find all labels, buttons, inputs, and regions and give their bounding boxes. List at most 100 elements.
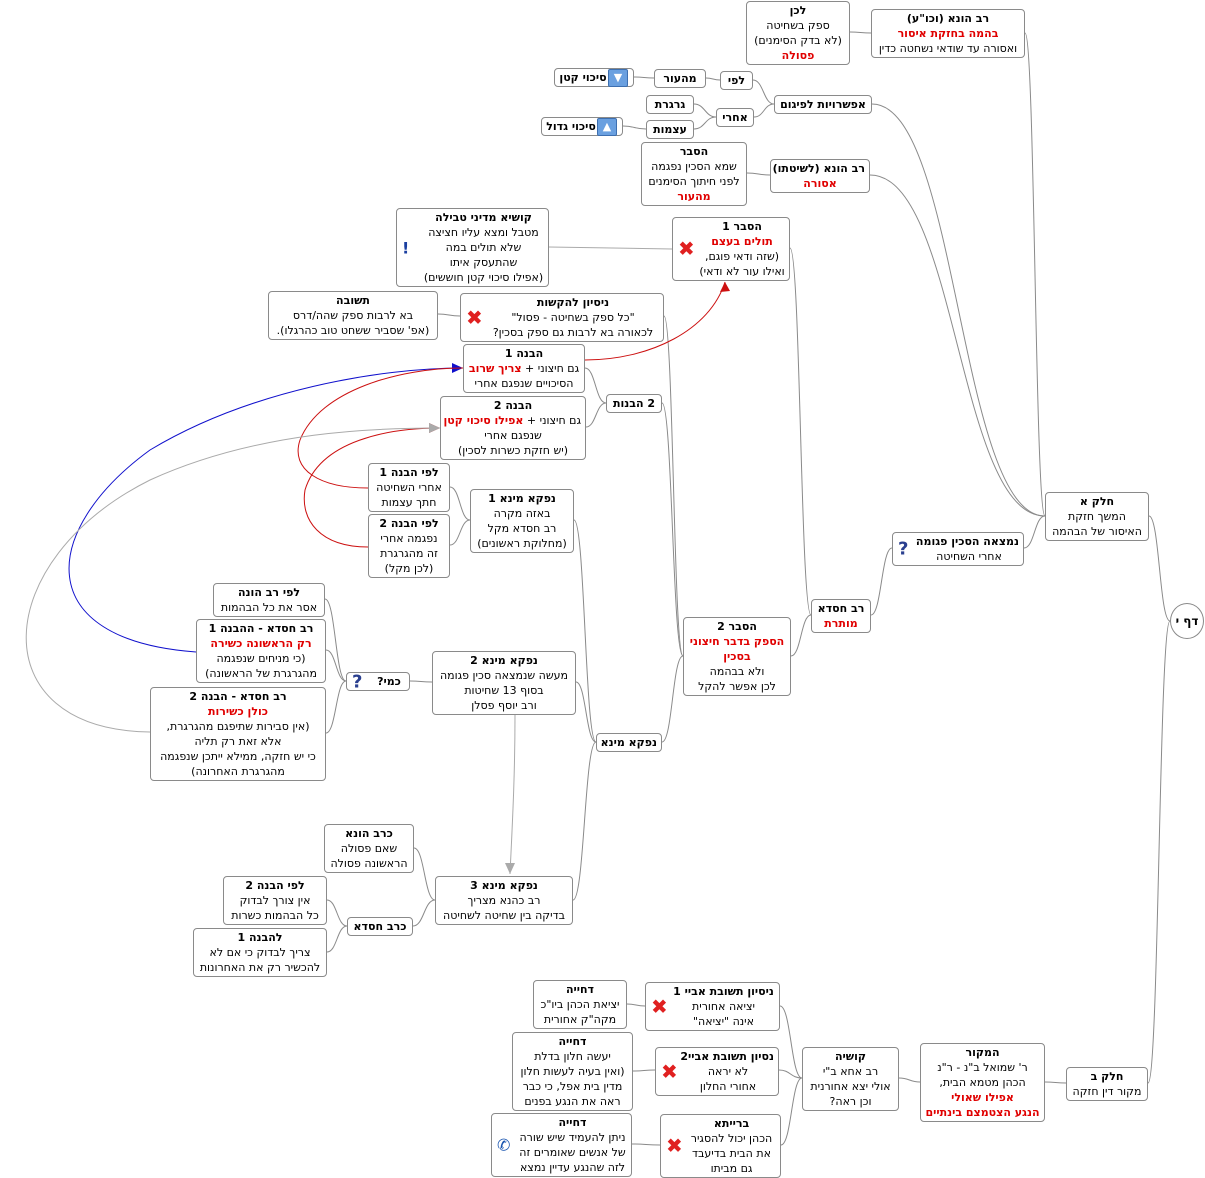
node-n4[interactable]: לפי xyxy=(720,71,753,90)
node-line: האיסור של הבהמה xyxy=(1052,525,1142,538)
tree-link xyxy=(324,598,347,682)
node-n27[interactable]: כמי?? xyxy=(346,672,410,691)
node-n12[interactable]: רב הונא (לשיטתו)אסורה xyxy=(770,159,870,193)
node-n16[interactable]: ניסיון להקשות"כל ספק בשחיטה - פסול"לכאור… xyxy=(460,293,664,342)
node-line: הנגע הצטמצם בינתיים xyxy=(925,1106,1040,1119)
question-icon: ? xyxy=(898,538,909,560)
node-title: נמצאה הסכין פגומה xyxy=(915,535,1019,548)
link-lefi-hevana2-to-hevana2 xyxy=(303,427,441,548)
node-title: לפי הבנה 1 xyxy=(379,466,439,479)
root-node-daf[interactable]: דף י xyxy=(1170,603,1204,639)
node-line: (שזה ודאי פוגם, xyxy=(704,250,780,263)
node-line: באזה מקרה xyxy=(493,507,551,520)
node-line: תולים בעצם xyxy=(711,235,773,248)
node-title: רב הונא (וכו"ע) xyxy=(906,12,990,25)
node-line: (יש חזקת כשרות לסכין) xyxy=(457,444,569,457)
node-n32[interactable]: נפקא מינא xyxy=(596,733,662,752)
node-title: כרב חסדא xyxy=(353,920,407,933)
node-line: (כי מניחים שנפגמה xyxy=(216,652,306,665)
node-line: ספק בשחיטה xyxy=(766,19,830,32)
node-line: אסורה xyxy=(803,177,837,190)
node-title: אפשרויות לפיגום xyxy=(780,98,866,111)
node-title: הבנה 1 xyxy=(504,347,544,360)
node-line: אסר את כל הבהמות xyxy=(220,601,318,614)
node-title: לפי הבנה 2 xyxy=(245,879,305,892)
node-title: סיכוי קטן xyxy=(559,71,607,84)
tree-link xyxy=(449,519,471,546)
node-line: מותרת xyxy=(824,617,858,630)
node-line: המשך חזקת xyxy=(1068,510,1126,523)
node-line: מעשה שנמצאה סכין פגומה xyxy=(439,669,569,682)
node-title: נפקא מינא 2 xyxy=(470,654,538,667)
up-arrow-icon: ▲ xyxy=(597,117,617,136)
node-title: לכן xyxy=(789,4,807,17)
tree-link xyxy=(573,519,597,743)
node-title: הסבר 2 xyxy=(717,620,757,633)
tree-link xyxy=(898,1077,921,1083)
tree-link xyxy=(632,1069,656,1072)
node-line: מהגרגרת האחרונה) xyxy=(191,765,285,778)
node-title: רב חסדא - ההבנה 1 xyxy=(208,622,314,635)
node-line: אולי יצא אחורנית xyxy=(810,1080,891,1093)
node-n8[interactable]: אפשרויות לפיגום xyxy=(774,95,872,114)
node-line: גם חיצוני + אפילו סיכוי קטן xyxy=(444,413,581,428)
node-n6[interactable]: גרגרת xyxy=(646,95,694,114)
node-n5[interactable]: סיכוי קטן▼ xyxy=(554,68,634,87)
tree-link xyxy=(1023,515,1046,549)
node-line: אפילו שאולי xyxy=(951,1091,1014,1104)
tree-link xyxy=(622,125,647,130)
node-title: דחייה xyxy=(558,1116,587,1129)
tree-link xyxy=(752,79,775,105)
node-n18[interactable]: 2 הבנות xyxy=(606,394,662,413)
tree-link xyxy=(663,315,684,657)
tree-link xyxy=(626,1003,646,1007)
link-kushia-to-explain1 xyxy=(548,246,673,250)
question-icon: ? xyxy=(352,671,363,692)
tree-link xyxy=(1147,620,1171,1084)
node-n10[interactable]: סיכוי גדול▲ xyxy=(541,117,623,136)
node-line: ורב יוסף פסלן xyxy=(471,699,537,712)
node-title: לפי הבנה 2 xyxy=(379,517,439,530)
node-n9[interactable]: עצמות xyxy=(646,120,694,139)
node-n7[interactable]: אחרי xyxy=(716,108,754,127)
node-n36[interactable]: כרב חסדא xyxy=(347,917,413,936)
tree-link xyxy=(412,899,436,927)
node-n3[interactable]: מהעור xyxy=(654,69,706,88)
node-line: שמא הסכין נפגמה xyxy=(651,160,737,173)
node-line: זה מהגרגרת xyxy=(380,547,438,560)
node-title: המקור xyxy=(965,1046,1000,1059)
node-title: נסיון תשובת אביי2 xyxy=(680,1050,774,1063)
